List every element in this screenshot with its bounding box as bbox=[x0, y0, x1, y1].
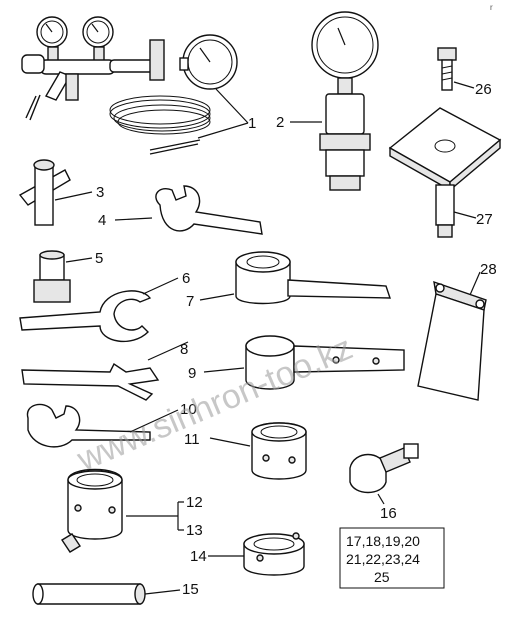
part-12-13-splined-socket bbox=[61, 468, 123, 553]
parts-box-line-3: 25 bbox=[374, 569, 390, 585]
callout-5: 5 bbox=[95, 250, 103, 267]
part-15-tube bbox=[32, 583, 146, 605]
callout-1: 1 bbox=[248, 115, 256, 132]
leader-1 bbox=[215, 88, 249, 124]
leader-8 bbox=[147, 341, 189, 361]
leader-1b bbox=[197, 122, 249, 139]
part-7-socket-handle bbox=[235, 251, 391, 305]
watermark-text: www.sinhron-too.kz bbox=[71, 329, 358, 480]
part-3-tee-tool bbox=[18, 159, 71, 226]
callout-12: 12 bbox=[186, 494, 203, 511]
leader-4 bbox=[114, 217, 153, 221]
part-5-nut-adapter bbox=[33, 250, 71, 303]
parts-box-line-1: 17,18,19,20 bbox=[346, 533, 420, 549]
parts-box: 17,18,19,20 21,22,23,24 25 bbox=[339, 527, 445, 589]
part-4-wrench bbox=[155, 185, 263, 235]
part-1-gauge-set bbox=[21, 16, 238, 155]
leader-6 bbox=[142, 277, 179, 295]
callout-26: 26 bbox=[475, 81, 492, 98]
leader-27 bbox=[453, 211, 477, 219]
callout-11: 11 bbox=[184, 431, 200, 448]
bracket-12-13 bbox=[177, 501, 184, 531]
part-8-wrench bbox=[21, 362, 160, 401]
part-2-pressure-gauge bbox=[311, 11, 379, 191]
leader-3 bbox=[54, 191, 93, 201]
leader-10 bbox=[129, 409, 179, 433]
callout-9: 9 bbox=[188, 365, 196, 382]
leader-15 bbox=[144, 589, 181, 595]
callout-15: 15 bbox=[182, 581, 199, 598]
callout-7: 7 bbox=[186, 293, 194, 310]
part-10-open-wrench bbox=[26, 403, 151, 448]
callout-13: 13 bbox=[186, 522, 203, 539]
callout-10: 10 bbox=[180, 401, 197, 418]
part-16-fitting bbox=[349, 443, 419, 494]
part-27-plate-rod bbox=[388, 107, 502, 238]
part-14-slotted-ring bbox=[243, 532, 305, 576]
callout-28: 28 bbox=[480, 261, 497, 278]
part-26-bolt bbox=[437, 47, 457, 91]
callout-3: 3 bbox=[96, 184, 104, 201]
callout-2: 2 bbox=[276, 114, 284, 131]
callout-27: 27 bbox=[476, 211, 493, 228]
parts-box-line-2: 21,22,23,24 bbox=[346, 551, 420, 567]
leader-26 bbox=[453, 81, 475, 89]
callout-14: 14 bbox=[190, 548, 207, 565]
callout-4: 4 bbox=[98, 212, 106, 229]
leader-5 bbox=[65, 257, 93, 263]
leader-9 bbox=[203, 367, 245, 373]
part-6-hook-spanner bbox=[19, 290, 152, 343]
leader-7 bbox=[199, 293, 235, 301]
callout-16: 16 bbox=[380, 505, 397, 522]
part-11-bushing bbox=[251, 422, 307, 480]
leader-16 bbox=[377, 493, 385, 505]
part-28-hinged-plate bbox=[417, 280, 487, 401]
callout-8: 8 bbox=[180, 341, 188, 358]
leader-28 bbox=[469, 271, 481, 296]
corner-mark: r bbox=[490, 3, 493, 12]
leader-11 bbox=[209, 437, 251, 447]
callout-6: 6 bbox=[182, 270, 190, 287]
part-9-socket-bar bbox=[245, 335, 405, 390]
